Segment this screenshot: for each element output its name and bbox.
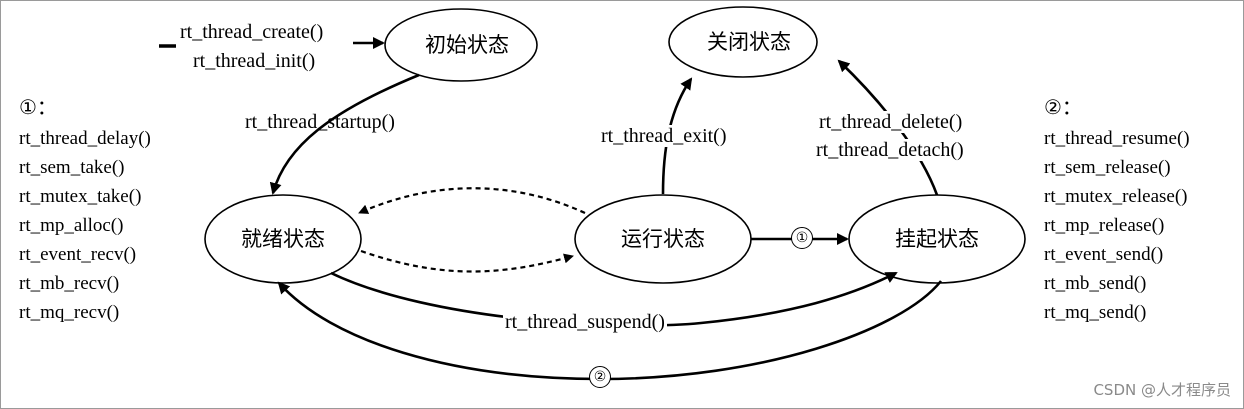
startup-arrow — [269, 73, 420, 195]
create-label: rt_thread_create() — [180, 21, 324, 43]
exit-label: rt_thread_exit() — [601, 125, 727, 147]
list-item: rt_thread_delay() — [19, 128, 151, 149]
running-to-ready-arrow — [358, 187, 586, 215]
state-ready-label: 就绪状态 — [241, 227, 325, 251]
watermark: CSDN @人才程序员 — [1093, 381, 1231, 399]
list-1: ①： rt_thread_delay() rt_sem_take() rt_mu… — [19, 93, 151, 327]
mark-1-circle: ① — [791, 227, 813, 249]
state-suspended-label: 挂起状态 — [895, 227, 979, 251]
list-item: rt_sem_release() — [1044, 157, 1171, 178]
list-item: rt_mutex_take() — [19, 186, 142, 207]
list-2: ②： rt_thread_resume() rt_sem_release() r… — [1044, 93, 1190, 327]
list-item: rt_mp_release() — [1044, 215, 1165, 236]
state-closed-shape — [668, 6, 818, 78]
list-2-heading: ②： — [1044, 95, 1082, 119]
state-init-label: 初始状态 — [425, 33, 509, 57]
list-item: rt_mq_recv() — [19, 302, 120, 323]
list-item: rt_mutex_release() — [1044, 186, 1188, 207]
ready-to-running-arrow — [360, 249, 574, 273]
init-label: rt_thread_init() — [193, 50, 316, 72]
list-item: rt_mp_alloc() — [19, 215, 124, 236]
list-item: rt_mb_recv() — [19, 273, 120, 294]
list-1-heading: ①： — [19, 95, 57, 119]
state-init-shape — [384, 8, 538, 82]
list-item: rt_sem_take() — [19, 157, 125, 178]
delete-label: rt_thread_delete() — [819, 111, 963, 133]
mark-2-circle: ② — [589, 366, 611, 388]
list-item: rt_event_send() — [1044, 244, 1164, 265]
state-closed-label: 关闭状态 — [707, 30, 791, 54]
list-item: rt_event_recv() — [19, 244, 137, 265]
list-item: rt_mb_send() — [1044, 273, 1147, 294]
suspend-arrow — [330, 271, 898, 327]
state-running-label: 运行状态 — [621, 227, 705, 251]
suspend-label: rt_thread_suspend() — [503, 311, 667, 333]
detach-label: rt_thread_detach() — [816, 139, 964, 161]
list-item: rt_thread_resume() — [1044, 128, 1190, 149]
startup-label: rt_thread_startup() — [245, 111, 395, 133]
list-item: rt_mq_send() — [1044, 302, 1147, 323]
